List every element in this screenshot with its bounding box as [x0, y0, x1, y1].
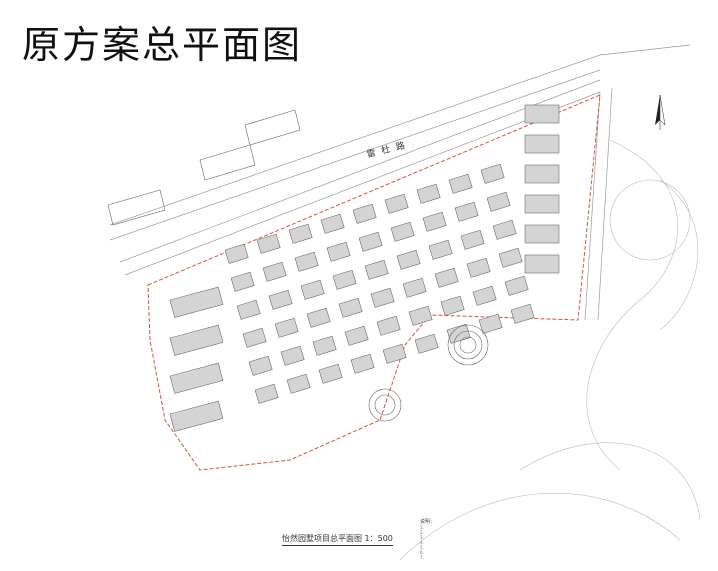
building	[169, 400, 224, 432]
building	[236, 299, 261, 320]
building	[492, 219, 517, 240]
building	[256, 233, 281, 254]
building	[524, 254, 560, 274]
building	[326, 241, 351, 262]
note-line: 5.	[420, 545, 424, 550]
building	[288, 223, 313, 244]
building	[472, 285, 497, 306]
building-blocks	[169, 104, 560, 432]
building	[254, 383, 279, 404]
building	[376, 315, 401, 336]
building	[498, 247, 523, 268]
building	[466, 257, 491, 278]
building	[524, 104, 560, 124]
note-line: 4.	[420, 540, 424, 545]
building	[274, 317, 299, 338]
building	[370, 287, 395, 308]
note-line: 1.	[420, 525, 424, 530]
park-paths	[399, 139, 701, 561]
building	[524, 134, 560, 154]
building	[230, 271, 255, 292]
building	[416, 183, 441, 204]
building	[169, 362, 224, 394]
building	[318, 363, 343, 384]
building	[294, 251, 319, 272]
note-line: 6.	[420, 550, 424, 555]
building	[396, 249, 421, 270]
building	[242, 327, 267, 348]
building	[402, 277, 427, 298]
building	[478, 313, 503, 334]
building	[169, 286, 224, 318]
circular-plaza	[368, 324, 489, 422]
adjacent-buildings	[107, 109, 301, 226]
building	[510, 303, 535, 324]
design-notes: 说明： 1. 2. 3. 4. 5. 6. 7.	[420, 519, 436, 561]
building	[268, 289, 293, 310]
building	[408, 305, 433, 326]
building	[448, 173, 473, 194]
building	[350, 353, 375, 374]
building	[300, 279, 325, 300]
building	[169, 324, 224, 356]
road-lines	[109, 44, 691, 321]
building	[364, 259, 389, 280]
building	[440, 295, 465, 316]
building	[434, 267, 459, 288]
building	[248, 355, 273, 376]
building	[524, 194, 560, 214]
building	[384, 193, 409, 214]
building	[524, 164, 560, 184]
building	[262, 261, 287, 282]
building	[280, 345, 305, 366]
building	[306, 307, 331, 328]
note-line: 2.	[420, 530, 424, 535]
note-line: 7.	[420, 555, 424, 560]
building	[358, 231, 383, 252]
building	[320, 213, 345, 234]
building	[422, 211, 447, 232]
building	[390, 221, 415, 242]
building	[352, 203, 377, 224]
drawing-title: 原方案总平面图	[22, 23, 303, 67]
building	[338, 297, 363, 318]
building	[454, 201, 479, 222]
building	[504, 275, 529, 296]
building	[382, 343, 407, 364]
building	[486, 191, 511, 212]
north-arrow-icon	[655, 94, 666, 130]
building	[332, 269, 357, 290]
drawing-caption: 怡然园墅项目总平面图 1：500	[282, 533, 393, 546]
note-line: 3.	[420, 535, 424, 540]
building	[480, 163, 505, 184]
building	[524, 224, 560, 244]
building	[344, 325, 369, 346]
building	[428, 239, 453, 260]
building	[460, 229, 485, 250]
building	[312, 335, 337, 356]
building	[286, 373, 311, 394]
building	[224, 243, 249, 264]
building	[414, 333, 439, 354]
notes-heading: 说明：	[420, 519, 436, 525]
